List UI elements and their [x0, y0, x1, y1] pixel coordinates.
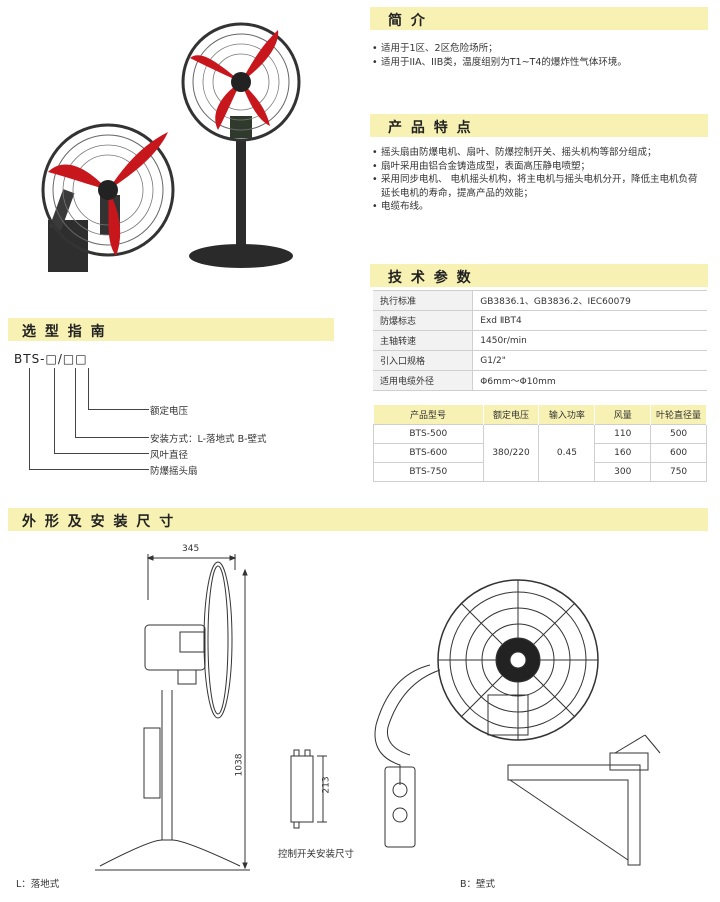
table-row: BTS-500 380/220 0.45 110 500 [373, 423, 707, 482]
spec-value: 1450r/min [472, 330, 707, 351]
list-item: 采用同步电机、 电机摇头机构，将主电机与摇头电机分开，降低主电机负荷延长电机的寿… [372, 173, 707, 200]
model-code: BTS-□/□□ [14, 352, 88, 366]
airflow-cell: 160 [594, 442, 652, 463]
spec-value: Exd ⅡBT4 [472, 310, 707, 331]
diameter-cell: 600 [650, 442, 707, 463]
guide-line [88, 368, 149, 410]
intro-list: 适用于1区、2区危险场所； 适用于IIA、IIB类，温度组别为T1~T4的爆炸性… [372, 42, 707, 69]
power-cell: 0.45 [538, 423, 596, 482]
diameter-cell: 500 [650, 423, 707, 444]
switch-height-label: 213 [321, 776, 332, 794]
product-table: 产品型号 额定电压 输入功率 风量 叶轮直径量 BTS-500 380/220 … [373, 405, 707, 482]
list-item: 摇头扇由防爆电机、扇叶、防爆控制开关、摇头机构等部分组成； [372, 146, 707, 160]
list-item: 适用于IIA、IIB类，温度组别为T1~T4的爆炸性气体环境。 [372, 56, 707, 70]
list-item: 扇叶采用由铝合金铸造成型，表面高压静电喷塑； [372, 160, 707, 174]
spec-key: 主轴转速 [373, 330, 474, 351]
col-header: 输入功率 [538, 405, 596, 424]
col-header: 额定电压 [483, 405, 540, 424]
features-banner: 产 品 特 点 [370, 114, 708, 137]
floor-fan-photo [181, 22, 301, 268]
model-cell: BTS-750 [373, 461, 484, 482]
guide-label-voltage: 额定电压 [150, 406, 189, 417]
wall-fan-photo [41, 123, 175, 272]
tech-banner: 技 术 参 数 [370, 264, 708, 287]
col-header: 产品型号 [373, 405, 484, 424]
wall-fan-drawing [374, 579, 661, 866]
dims-banner: 外 形 及 安 装 尺 寸 [8, 508, 708, 531]
switch-box-drawing [290, 749, 327, 829]
dims-title: 外 形 及 安 装 尺 寸 [22, 514, 176, 530]
diameter-cell: 750 [650, 461, 707, 482]
dim-width-label: 345 [182, 544, 200, 554]
guide-title: 选 型 指 南 [22, 324, 107, 340]
intro-banner: 简 介 [370, 7, 708, 30]
spec-key: 适用电缆外径 [373, 370, 474, 391]
guide-label-type: 防爆摇头扇 [150, 466, 198, 477]
spec-key: 防爆标志 [373, 310, 474, 331]
features-title: 产 品 特 点 [388, 120, 473, 136]
airflow-cell: 300 [594, 461, 652, 482]
dim-height-label: 1038 [234, 753, 245, 777]
spec-key: 引入口规格 [373, 350, 474, 371]
floor-caption: L：落地式 [16, 879, 60, 890]
product-photo [41, 22, 301, 272]
wall-caption: B：壁式 [460, 879, 496, 890]
table-header-row: 产品型号 额定电压 输入功率 风量 叶轮直径量 [373, 405, 707, 424]
features-list: 摇头扇由防爆电机、扇叶、防爆控制开关、摇头机构等部分组成； 扇叶采用由铝合金铸造… [372, 146, 707, 214]
guide-line [54, 368, 149, 454]
model-cell: BTS-500 [373, 423, 484, 444]
guide-banner: 选 型 指 南 [8, 318, 334, 341]
spec-value: GB3836.1、GB3836.2、IEC60079 [472, 290, 707, 311]
guide-line [29, 368, 149, 470]
voltage-cell: 380/220 [482, 423, 540, 482]
col-header: 风量 [594, 405, 652, 424]
spec-value: Φ6mm～Φ10mm [472, 370, 707, 391]
guide-line [75, 368, 149, 438]
guide-label-diameter: 风叶直径 [150, 450, 189, 461]
switch-caption: 控制开关安装尺寸 [278, 849, 355, 860]
spec-key: 执行标准 [373, 290, 474, 311]
tech-title: 技 术 参 数 [388, 270, 473, 286]
airflow-cell: 110 [594, 423, 652, 444]
table-row: BTS-750 300 750 [373, 461, 707, 482]
model-cell: BTS-600 [373, 442, 484, 463]
list-item: 适用于1区、2区危险场所； [372, 42, 707, 56]
guide-label-mount: 安装方式：L-落地式 B-壁式 [150, 434, 267, 445]
spec-value: G1/2" [472, 350, 707, 371]
col-header: 叶轮直径量 [650, 405, 707, 424]
intro-title: 简 介 [388, 13, 427, 29]
list-item: 电缆布线。 [372, 200, 707, 214]
floor-fan-drawing [95, 554, 250, 871]
table-row: BTS-600 160 600 [373, 442, 707, 463]
